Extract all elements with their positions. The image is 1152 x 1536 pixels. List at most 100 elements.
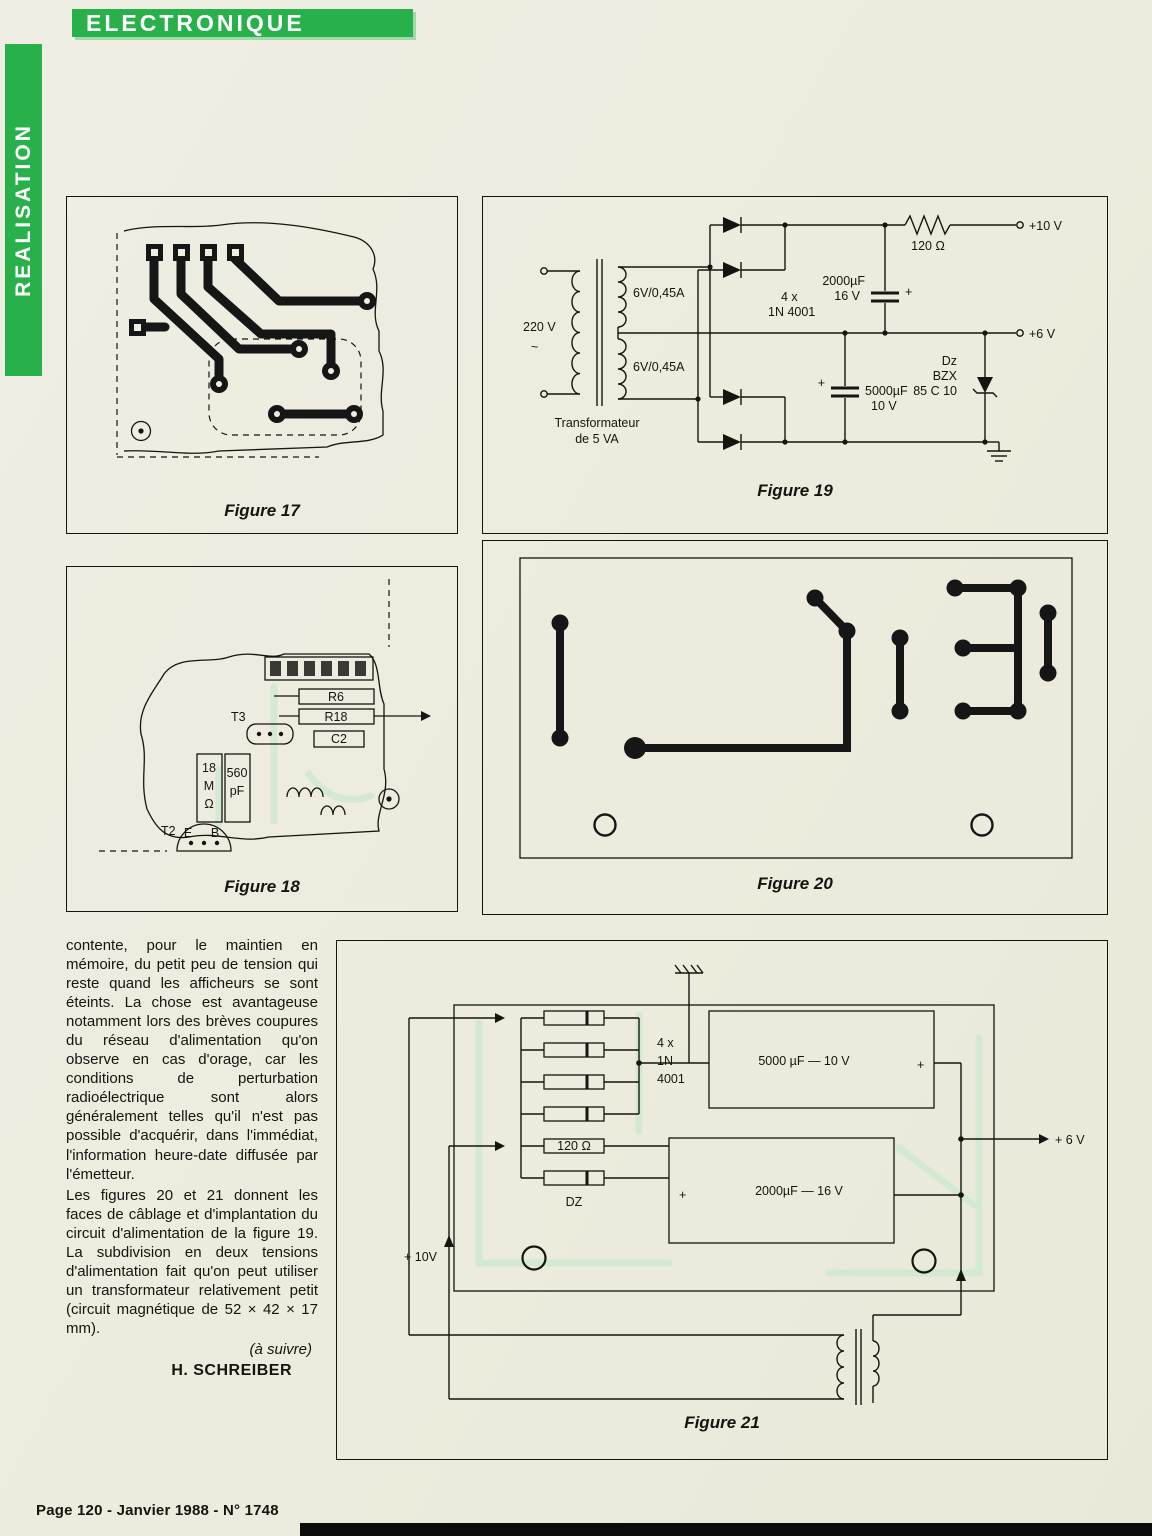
label-M: M [204, 779, 214, 793]
label-transfo-2: de 5 VA [575, 432, 619, 446]
arrow-up-6v [956, 1269, 966, 1281]
figure-20-panel: Figure 20 [482, 540, 1108, 915]
author-byline: H. SCHREIBER [171, 1362, 292, 1380]
label-diodes-2: 1N 4001 [768, 305, 815, 319]
label-cap2000: 2000µF — 16 V [755, 1184, 843, 1198]
label-dz-3: 85 C 10 [913, 384, 957, 398]
label-pin-b: B [211, 826, 219, 840]
label-ohm: Ω [204, 797, 213, 811]
scan-edge-bar [300, 1523, 1152, 1536]
zener-dz: DZ [521, 1170, 669, 1209]
zener-diode-symbol [972, 333, 998, 442]
sidebar-title: REALISATION [11, 123, 35, 297]
label-diodes-3: 4001 [657, 1072, 685, 1086]
label-out10: + 10V [404, 1250, 438, 1264]
label-diodes-2: 1N [657, 1054, 673, 1068]
label-cap1-voltage: 16 V [834, 289, 860, 303]
schematic-labels: 220 V ~ 6V/0,45A 6V/0,45A 4 x 1N 4001 20… [523, 219, 1063, 446]
label-secondary-top: 6V/0,45A [633, 286, 685, 300]
figure-20-artwork [519, 557, 1073, 859]
article-paragraph-2: Les figures 20 et 21 donnent les faces d… [66, 1186, 318, 1337]
figure-18-drawing: R6 R18 C2 T3 18 [99, 579, 431, 852]
cap5000-plus: + [917, 1058, 924, 1072]
figure-18-panel: R6 R18 C2 T3 18 [66, 566, 458, 912]
ground-symbol [674, 964, 704, 1063]
page-footer: Page 120 - Janvier 1988 - N° 1748 [36, 1502, 279, 1519]
figure-21-drawing: 4 x 1N 4001 120 Ω DZ 5000 µF — 10 V + [404, 964, 1085, 1405]
label-cap2-voltage: 10 V [871, 399, 897, 413]
component-c2: C2 [313, 730, 365, 748]
label-t2: T2 [161, 824, 176, 838]
ghost-traces [215, 683, 375, 828]
diode-bank: 4 x 1N 4001 [520, 1010, 685, 1178]
figure-19-caption: Figure 19 [757, 481, 833, 500]
label-diodes-1: 4 x [781, 290, 798, 304]
figure-17-panel: Figure 17 [66, 196, 458, 534]
label-pF: pF [230, 784, 245, 798]
mounting-holes [593, 813, 994, 837]
arrow-right [421, 711, 431, 721]
coil-sketches [286, 787, 346, 816]
mounting-holes [521, 1245, 937, 1274]
capacitor-5000uF [831, 333, 859, 442]
copper-traces [556, 584, 1052, 752]
label-diodes-1: 4 x [657, 1036, 674, 1050]
label-out6: +6 V [1029, 327, 1056, 341]
figure-21-panel: 4 x 1N 4001 120 Ω DZ 5000 µF — 10 V + [336, 940, 1108, 1460]
board-outline [99, 579, 390, 852]
section-title: ELECTRONIQUE [86, 9, 305, 36]
label-18: 18 [202, 761, 216, 775]
output-terminals [1016, 221, 1024, 337]
board-outline [453, 1004, 995, 1292]
solder-pads [129, 244, 376, 423]
label-cap2-value: 5000µF [865, 384, 908, 398]
transistor-t3: T3 [231, 710, 294, 745]
label-t3: T3 [231, 710, 246, 724]
board-outline [519, 557, 1073, 859]
section-banner: ELECTRONIQUE [72, 9, 413, 37]
diode-symbols [723, 217, 742, 450]
capacitor-5000uF-body: 5000 µF — 10 V + [639, 1010, 935, 1109]
label-r18: R18 [325, 710, 348, 724]
label-r6: R6 [328, 690, 344, 704]
supply-wires: + 10V + 6 V [404, 1013, 1085, 1400]
capacitor-560pF: 560 pF [224, 753, 251, 823]
label-out10: +10 V [1029, 219, 1063, 233]
label-120ohm: 120 Ω [557, 1139, 591, 1153]
index-hole-mark [130, 420, 152, 442]
capacitor-2000uF-body: 2000µF — 16 V + [668, 1137, 895, 1244]
article-column: contente, pour le maintien en mémoire, d… [66, 936, 318, 1381]
figure-18-caption: Figure 18 [224, 877, 300, 896]
cap2-plus: + [818, 376, 825, 390]
figure-20-caption: Figure 20 [757, 874, 833, 893]
label-c2: C2 [331, 732, 347, 746]
resistor-120: 120 Ω [521, 1138, 669, 1154]
continuation-note: (à suivre) [249, 1340, 312, 1358]
transformer-symbol [836, 1329, 880, 1405]
figure-21-caption: Figure 21 [684, 1413, 760, 1432]
arrow-into-resistor [495, 1141, 505, 1151]
cap2000-plus: + [679, 1188, 686, 1202]
arrow-into-diodes [495, 1013, 505, 1023]
figure-17-caption: Figure 17 [224, 501, 300, 520]
label-transfo-1: Transformateur [555, 416, 640, 430]
label-cap1-value: 2000µF [822, 274, 865, 288]
label-dz: DZ [566, 1195, 583, 1209]
label-cap5000: 5000 µF — 10 V [758, 1054, 850, 1068]
label-dz-2: BZX [933, 369, 958, 383]
cap1-plus: + [905, 285, 912, 299]
sidebar-banner: REALISATION [5, 44, 42, 376]
connector-row [264, 656, 374, 681]
schematic-wires [618, 214, 1016, 443]
copper-traces [134, 254, 372, 419]
junction-dots [695, 222, 988, 445]
ground-symbol [985, 441, 1011, 462]
article-paragraph-1: contente, pour le maintien en mémoire, d… [66, 937, 318, 1183]
resistor-18M: 18 M Ω [196, 753, 223, 823]
index-hole-mark [378, 788, 400, 810]
arrow-up-10v [444, 1235, 454, 1247]
label-220v: 220 V [523, 320, 556, 334]
component-r18: R18 [279, 708, 431, 725]
ac-symbol: ~ [531, 340, 538, 354]
